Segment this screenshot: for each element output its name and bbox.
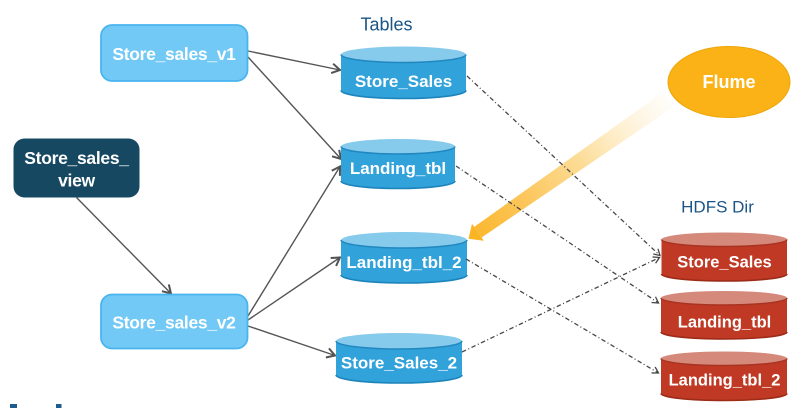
svg-text:Tables: Tables	[360, 15, 412, 35]
svg-text:Store_sales_v1: Store_sales_v1	[112, 44, 236, 64]
svg-text:Landing_tbl_2: Landing_tbl_2	[669, 372, 781, 390]
svg-text:Store_sales_: Store_sales_	[24, 148, 129, 168]
svg-text:Landing_tbl_2: Landing_tbl_2	[346, 253, 461, 272]
svg-text:Store_sales_v2: Store_sales_v2	[112, 313, 236, 333]
svg-text:HDFS Dir: HDFS Dir	[681, 198, 754, 217]
svg-text:Store_Sales: Store_Sales	[677, 254, 771, 272]
svg-text:Store_Sales_2: Store_Sales_2	[341, 354, 457, 373]
svg-text:Landing_tbl: Landing_tbl	[678, 314, 772, 332]
svg-text:Store_Sales: Store_Sales	[355, 72, 452, 91]
svg-text:Landing_tbl: Landing_tbl	[350, 159, 446, 178]
svg-text:view: view	[58, 171, 95, 191]
svg-text:Flume: Flume	[702, 72, 755, 92]
